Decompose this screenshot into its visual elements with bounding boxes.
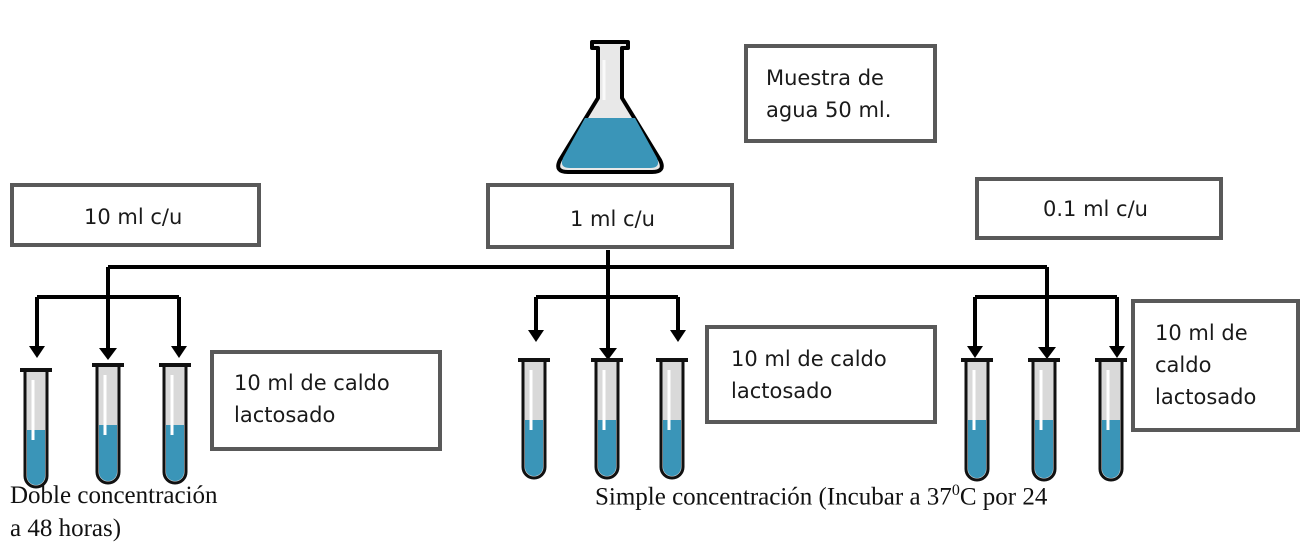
arrow-down-icon <box>599 348 617 360</box>
arrow-down-icon <box>1109 346 1125 358</box>
volume-box-01ml: 0.1 ml c/u <box>975 177 1223 240</box>
simple-caption-suffix: C por 24 <box>959 483 1048 511</box>
broth-label-line1: 10 ml de <box>1155 321 1248 345</box>
arrow-down-icon <box>670 330 686 342</box>
double-caption-text: Doble concentración <box>10 482 218 509</box>
simple-caption-prefix: Simple concentración (Incubar a 37 <box>595 483 952 511</box>
double-concentration-caption: Doble concentración <box>10 482 218 510</box>
broth-box-right: 10 ml de caldo lactosado <box>1131 299 1300 432</box>
volume-label: 1 ml c/u <box>570 207 655 231</box>
arrow-down-icon <box>99 348 117 360</box>
test-tube-icon <box>92 363 124 485</box>
degree-superscript: 0 <box>951 482 960 499</box>
test-tube-icon <box>591 358 623 480</box>
broth-box-left: 10 ml de caldo lactosado <box>210 350 442 451</box>
connector-lines <box>35 250 1119 352</box>
simple-caption-line2: a 48 horas) <box>10 515 122 542</box>
broth-label-line3: lactosado <box>1155 385 1257 409</box>
arrowheads <box>29 330 1125 360</box>
broth-box-middle: 10 ml de caldo lactosado <box>705 325 937 424</box>
broth-label-line2: lactosado <box>731 379 833 403</box>
volume-box-10ml: 10 ml c/u <box>10 183 261 247</box>
test-tube-icon <box>1028 358 1060 482</box>
simple-concentration-caption-line2: a 48 horas) <box>10 515 121 543</box>
test-tube-icon <box>518 358 550 480</box>
test-tube-icon <box>159 363 191 485</box>
sample-label-line2: agua 50 ml. <box>766 98 892 122</box>
arrow-down-icon <box>1038 347 1056 359</box>
arrow-down-icon <box>967 346 983 358</box>
sample-label-line1: Muestra de <box>766 66 884 90</box>
broth-label-line1: 10 ml de caldo <box>731 347 887 371</box>
volume-box-1ml: 1 ml c/u <box>486 183 734 249</box>
volume-label: 0.1 ml c/u <box>1043 197 1148 221</box>
test-tubes <box>20 358 1127 489</box>
test-tube-icon <box>656 358 688 480</box>
arrow-down-icon <box>29 346 45 358</box>
test-tube-icon <box>1095 358 1127 482</box>
flask-icon <box>556 40 664 174</box>
arrow-down-icon <box>171 346 187 358</box>
volume-label: 10 ml c/u <box>84 205 183 229</box>
broth-label-line2: lactosado <box>234 403 336 427</box>
arrow-down-icon <box>528 330 544 342</box>
sample-label-box: Muestra de agua 50 ml. <box>744 44 937 143</box>
test-tube-icon <box>961 358 993 482</box>
test-tube-icon <box>20 368 52 489</box>
simple-concentration-caption: Simple concentración (Incubar a 370C por… <box>595 482 1047 511</box>
broth-label-line1: 10 ml de caldo <box>234 371 390 395</box>
broth-label-line2: caldo <box>1155 353 1212 377</box>
